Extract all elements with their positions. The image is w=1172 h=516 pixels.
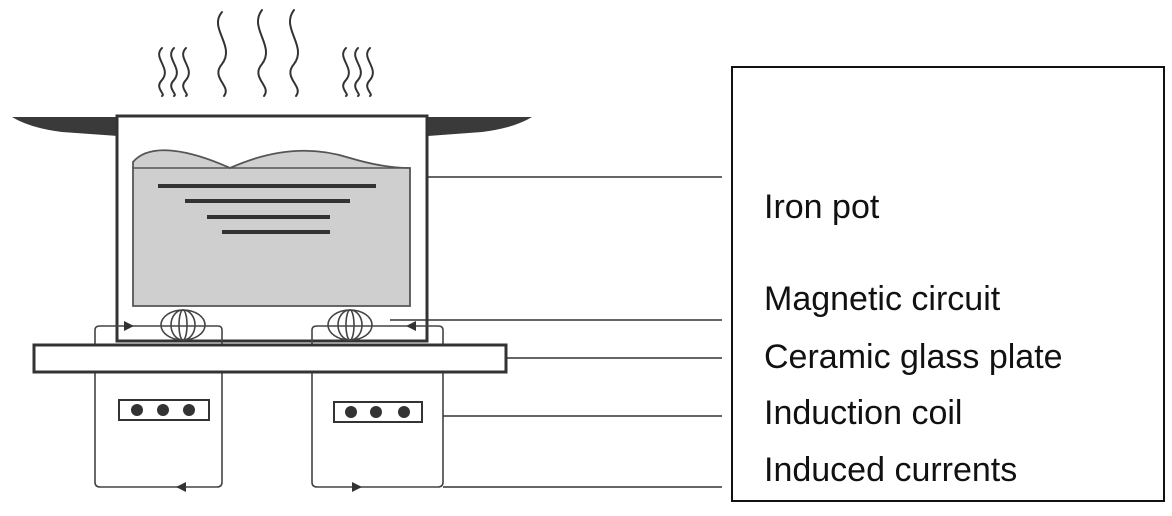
magnetic-circuit — [160, 309, 373, 341]
heat-lines — [158, 184, 376, 234]
leader-lines — [390, 176, 722, 488]
pot-rim-left — [12, 117, 118, 136]
induced-currents — [94, 325, 444, 488]
label-magnetic-circuit: Magnetic circuit — [764, 280, 1001, 318]
ceramic-glass-plate — [32, 343, 508, 374]
label-iron-pot: Iron pot — [764, 188, 880, 226]
label-ceramic-glass-plate: Ceramic glass plate — [764, 338, 1063, 376]
induction-coil-right — [333, 401, 423, 423]
pot-rim-right — [428, 117, 532, 136]
current-arrows — [124, 321, 416, 492]
steam — [158, 9, 374, 97]
induction-coil-left — [118, 399, 210, 421]
label-induced-currents: Induced currents — [764, 451, 1018, 489]
label-induction-coil: Induction coil — [764, 394, 963, 432]
pot-contents — [132, 149, 411, 307]
legend-box — [731, 66, 1165, 502]
